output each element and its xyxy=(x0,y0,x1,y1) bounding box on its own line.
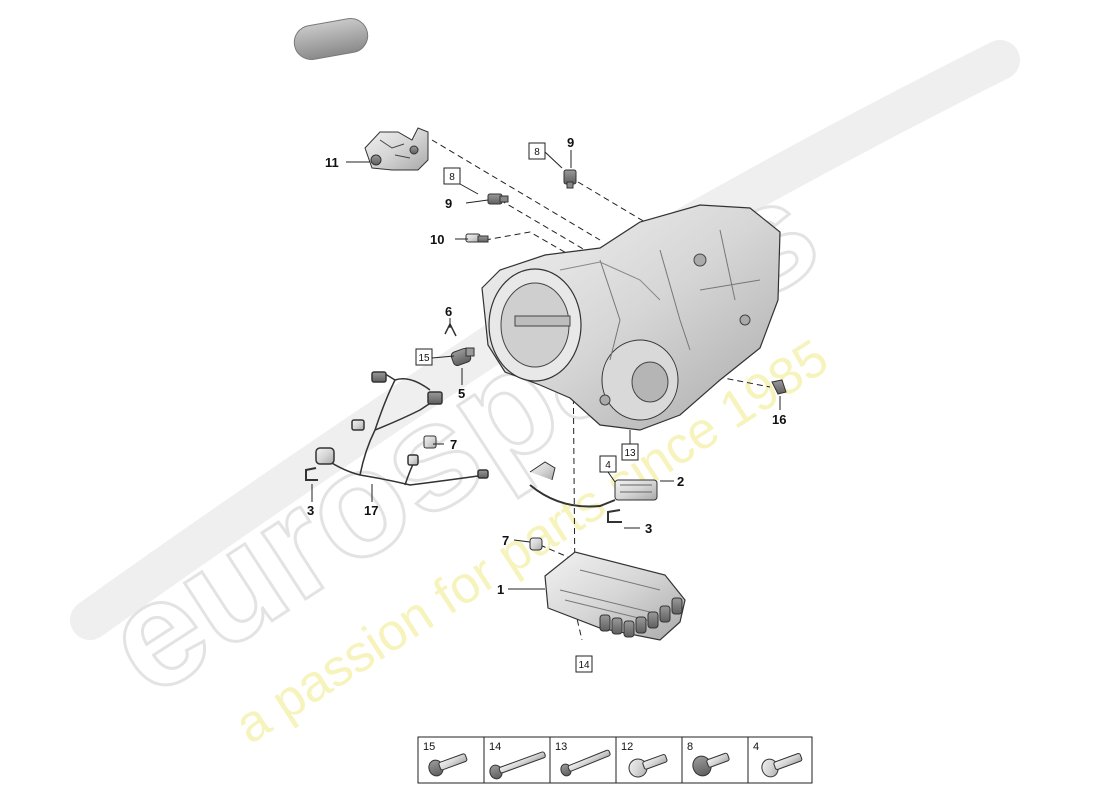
part-10-sensor xyxy=(465,233,489,243)
callout-leaders xyxy=(311,150,781,590)
callout-7-lower: 7 xyxy=(502,533,509,548)
boxed-ref-15: 15 xyxy=(418,353,430,364)
bolt-12-icon xyxy=(628,754,668,778)
part-3-clip-left xyxy=(305,467,318,481)
boxed-ref-labels: 8 8 15 13 4 14 xyxy=(418,147,636,671)
watermark: eurospares a passion for parts since 198… xyxy=(70,40,1020,755)
part-3-clip-right xyxy=(607,509,622,523)
bolt-13-icon xyxy=(560,749,611,777)
part-7-plug-lower xyxy=(529,537,543,551)
boxed-ref-13: 13 xyxy=(624,448,636,459)
part-11-bracket xyxy=(364,127,429,171)
legend-label-4: 4 xyxy=(753,741,759,753)
callout-11: 11 xyxy=(325,155,339,170)
legend-label-13: 13 xyxy=(555,741,567,753)
callout-labels: 11 9 9 10 6 5 7 3 17 16 2 3 7 1 xyxy=(307,135,786,597)
boxed-ref-8-upper: 8 xyxy=(534,147,540,158)
bolt-4-icon xyxy=(761,753,803,778)
box-connectors xyxy=(431,151,631,483)
bolt-15-icon xyxy=(428,753,468,777)
part-5-sensor xyxy=(450,347,475,367)
callout-10: 10 xyxy=(430,232,444,247)
part-16-clip xyxy=(771,379,787,395)
part-9-bolt-upper xyxy=(563,169,577,189)
part-7-plug-upper xyxy=(423,435,437,449)
callout-5: 5 xyxy=(458,386,465,401)
legend-label-12: 12 xyxy=(621,741,633,753)
boxed-ref-4: 4 xyxy=(605,460,611,471)
bolt-14-icon xyxy=(489,751,546,780)
part-9-bolt-lower xyxy=(487,193,509,205)
transmission-housing xyxy=(481,204,781,431)
callout-16: 16 xyxy=(772,412,786,427)
callout-9-lower: 9 xyxy=(445,196,452,211)
legend-label-8: 8 xyxy=(687,741,693,753)
callout-1: 1 xyxy=(497,582,504,597)
part-17-wiring-harness xyxy=(315,371,489,486)
legend-label-14: 14 xyxy=(489,741,501,753)
legend-label-15: 15 xyxy=(423,741,435,753)
callout-9-upper: 9 xyxy=(567,135,574,150)
bolt-8-icon xyxy=(692,752,730,777)
boxed-refs xyxy=(415,142,639,673)
callout-3-left: 3 xyxy=(307,503,314,518)
callout-17: 17 xyxy=(364,503,378,518)
boxed-ref-14: 14 xyxy=(578,660,590,671)
part-1-valve-body xyxy=(544,551,686,641)
boxed-ref-8-lower: 8 xyxy=(449,172,455,183)
callout-7-upper: 7 xyxy=(450,437,457,452)
model-thumbnail-icon xyxy=(293,18,369,60)
callout-6: 6 xyxy=(445,304,452,319)
callout-2: 2 xyxy=(677,474,684,489)
callout-3-right: 3 xyxy=(645,521,652,536)
part-2-conductor-plate xyxy=(529,461,658,508)
fastener-legend: 15 14 13 12 8 4 xyxy=(417,736,813,784)
